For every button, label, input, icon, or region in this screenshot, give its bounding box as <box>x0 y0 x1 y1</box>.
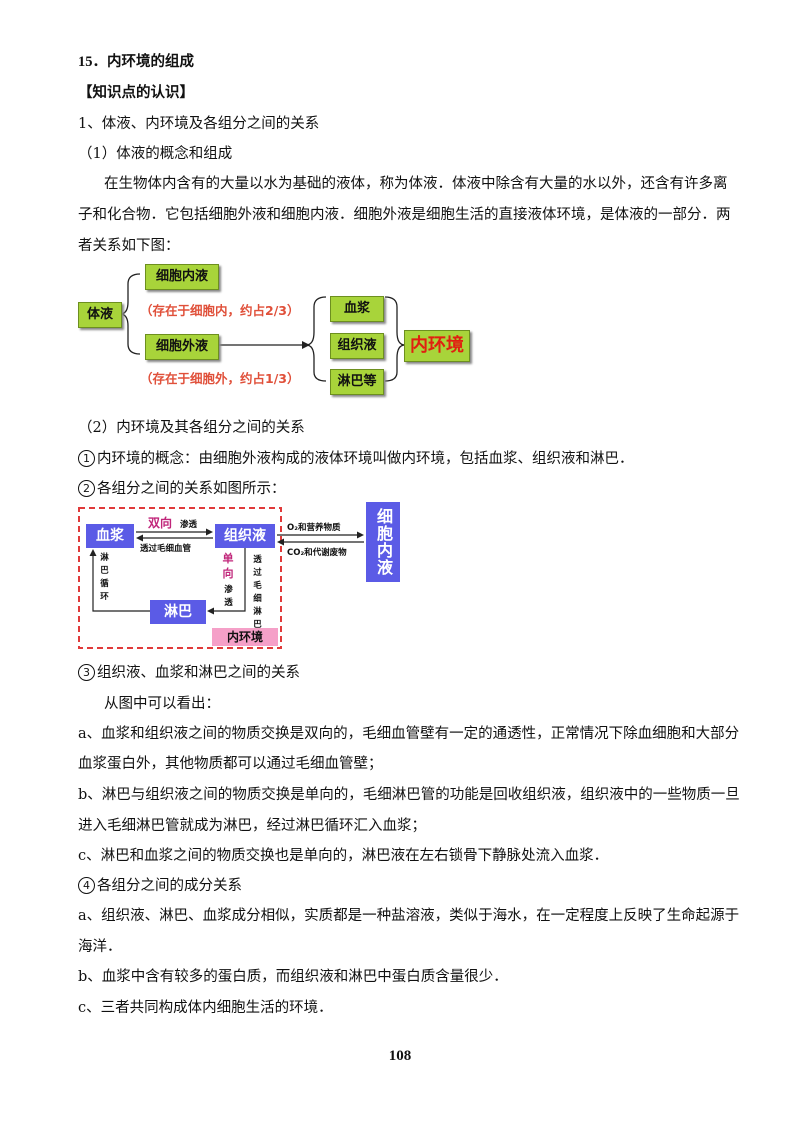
c1-line1: c、淋巴和血浆之间的物质交换也是单向的，淋巴液在左右锁骨下静脉处流入血浆． <box>78 848 609 864</box>
co2-waste-label: CO₂和代谢废物 <box>287 548 347 558</box>
b1-line2: 进入毛细淋巴管就成为淋巴，经过淋巴循环汇入血浆； <box>78 818 426 834</box>
through-capillary-label: 透过毛细血管 <box>140 544 192 554</box>
intracellular-note: （存在于细胞内，约占2/3） <box>140 303 300 318</box>
section1-title: 1、体液、内环境及各组分之间的关系 <box>78 116 320 132</box>
circled-number-1: 1 <box>78 450 95 467</box>
circled-number-3: 3 <box>78 664 95 681</box>
from-figure-text: 从图中可以看出： <box>104 696 220 712</box>
bidirectional-label: 双向 <box>148 516 173 530</box>
o2-nutrients-label: O₂和营养物质 <box>287 523 341 533</box>
circled-number-2: 2 <box>78 480 95 497</box>
knowledge-label: 【知识点的认识】 <box>78 85 194 101</box>
one-way-osmosis-label: 渗透 <box>224 585 233 608</box>
b1-line1: b、淋巴与组织液之间的物质交换是单向的，毛细淋巴管的功能是回收组织液，组织液中的… <box>78 787 740 803</box>
page-number: 108 <box>388 1048 412 1064</box>
sub1-title: （1）体液的概念和组成 <box>78 146 233 162</box>
intracellular-box-2: 细胞内液 <box>366 502 400 582</box>
b2-line1: b、血浆中含有较多的蛋白质，而组织液和淋巴中蛋白质含量很少． <box>78 969 508 985</box>
item2-text: 各组分之间的关系如图所示： <box>97 481 286 497</box>
tissue-fluid-box: 组织液 <box>330 333 384 359</box>
tissue-fluid-box-2: 组织液 <box>215 524 275 548</box>
a2-line2: 海洋． <box>78 939 122 955</box>
c2-line1: c、三者共同构成体内细胞生活的环境． <box>78 1000 333 1016</box>
a1-line2: 血浆蛋白外，其他物质都可以通过毛细血管壁； <box>78 756 383 772</box>
extracellular-note: （存在于细胞外，约占1/3） <box>140 371 300 386</box>
intracellular-box: 细胞内液 <box>145 264 219 290</box>
page-heading: 15．内环境的组成 <box>78 54 194 70</box>
extracellular-box: 细胞外液 <box>145 334 219 360</box>
circled-number-4: 4 <box>78 877 95 894</box>
lymph-box-2: 淋巴 <box>150 600 206 624</box>
plasma-box-2: 血浆 <box>86 524 134 548</box>
component-relation-lines <box>78 507 364 649</box>
internal-env-label-2: 内环境 <box>212 628 278 646</box>
one-way-label: 单向 <box>222 552 234 580</box>
para1-line3: 者关系如下图： <box>78 238 180 254</box>
osmosis-label: 渗透 <box>180 520 198 530</box>
lymph-circulation-label: 淋巴循环 <box>100 553 109 602</box>
item4-text: 各组分之间的成分关系 <box>97 878 242 894</box>
body-fluid-box: 体液 <box>78 302 122 328</box>
lymph-etc-box: 淋巴等 <box>330 369 384 395</box>
plasma-box: 血浆 <box>330 296 384 322</box>
para1-line1: 在生物体内含有的大量以水为基础的液体，称为体液．体液中除含有大量的水以外，还含有… <box>104 176 728 192</box>
item3-text: 组织液、血浆和淋巴之间的关系 <box>97 665 300 681</box>
a1-line1: a、血浆和组织液之间的物质交换是双向的，毛细血管壁有一定的通透性，正常情况下除血… <box>78 726 740 742</box>
internal-env-box: 内环境 <box>404 330 470 362</box>
sub2-title: （2）内环境及其各组分之间的关系 <box>78 420 305 436</box>
para1-line2: 子和化合物．它包括细胞外液和细胞内液．细胞外液是细胞生活的直接液体环境，是体液的… <box>78 207 731 223</box>
a2-line1: a、组织液、淋巴、血浆成分相似，实质都是一种盐溶液，类似于海水，在一定程度上反映… <box>78 908 740 924</box>
item1-text: 内环境的概念：由细胞外液构成的液体环境叫做内环境，包括血浆、组织液和淋巴． <box>97 451 634 467</box>
